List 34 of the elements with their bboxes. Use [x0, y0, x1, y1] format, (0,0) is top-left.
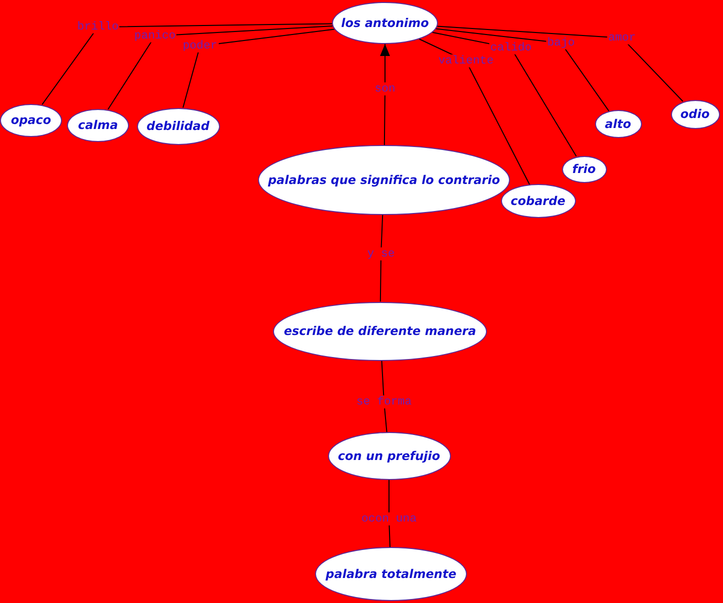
concept-label: calma: [78, 118, 118, 132]
edge-label: poder: [182, 39, 218, 53]
edge-label: se forma: [355, 395, 413, 409]
concept-ellipse: [562, 156, 606, 182]
edge-label: son: [374, 82, 396, 96]
concept-ellipse: [500, 184, 576, 218]
concept-ellipse: [0, 104, 62, 136]
concept-label: con un prefujio: [338, 448, 440, 464]
connector-line: [108, 26, 333, 110]
concept-label: palabra totalmente: [326, 566, 456, 582]
concept-label: los antonimo: [341, 16, 429, 30]
connector-line: [435, 28, 610, 112]
connector-line: [418, 38, 530, 185]
concept-label: odio: [680, 106, 710, 122]
concept-label: frio: [572, 162, 596, 176]
arrow: [380, 44, 390, 146]
concept-label: opaco: [10, 112, 52, 128]
edge-label: y se: [366, 247, 396, 261]
edge-label: brillo: [76, 20, 120, 34]
concept-ellipse: [594, 110, 642, 138]
concept-ellipse: [670, 100, 720, 128]
concept-label: cobarde: [510, 194, 566, 208]
concept-label: palabras que significa lo contrario: [268, 172, 500, 188]
edge-label: calido: [489, 41, 533, 55]
edge-label: bajo: [546, 36, 576, 50]
concept-label: alto: [604, 116, 632, 132]
connector-line: [42, 23, 332, 106]
edge-label: panico: [133, 29, 177, 43]
concept-label: escribe de diferente manera: [284, 324, 476, 338]
connector-line: [436, 26, 684, 102]
edge-label: ocon una: [360, 512, 418, 526]
edge-label: valiente: [437, 54, 495, 68]
edge-label: amor: [607, 31, 637, 45]
concept-label: debilidad: [146, 118, 210, 134]
